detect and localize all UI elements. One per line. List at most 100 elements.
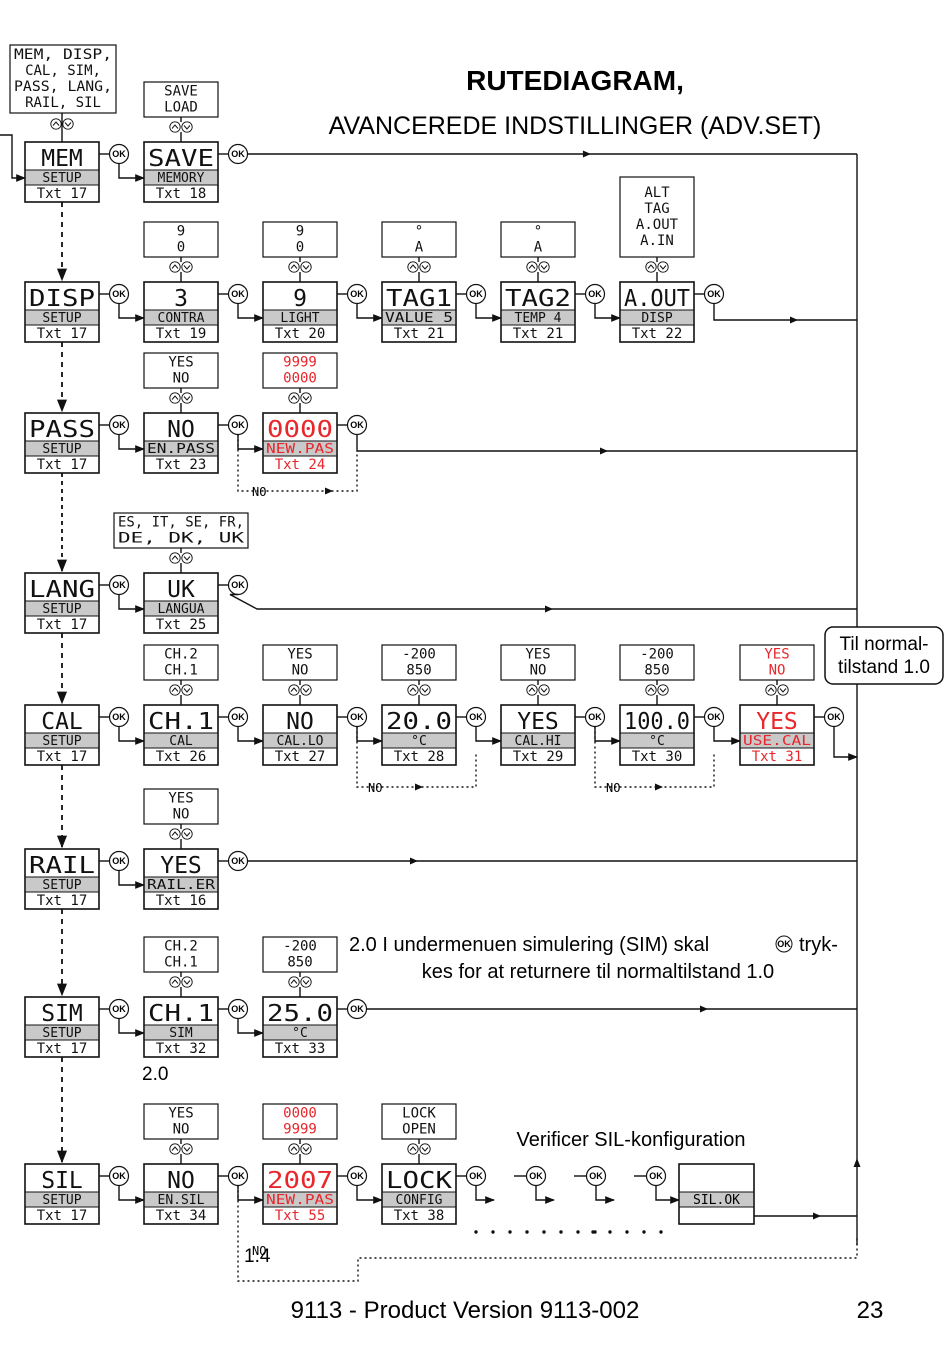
node-main-value: 100.0 [624,709,690,735]
diagram-subtitle: AVANCEREDE INDSTILLINGER (ADV.SET) [329,112,822,140]
ok-icon: OK [346,283,368,305]
ellipsis-dot [642,1230,646,1234]
down-chevron-icon [183,125,191,130]
option-item: ALT [644,185,670,201]
ok-text: OK [589,1171,603,1181]
option-item: NO [292,663,309,679]
node-main-value: LANG [29,577,95,603]
entry-line [0,134,26,182]
node-sub-band [26,1192,98,1207]
next-line [118,1185,145,1204]
down-chevron-icon [302,1147,310,1152]
up-chevron-icon [171,555,179,560]
down-chevron-icon [183,265,191,270]
node-sub-band [26,877,98,892]
down-chevron-icon [659,688,667,693]
node-sub-label: SIM [169,1026,193,1041]
node-text-ref: Txt 27 [275,749,326,765]
up-circle [169,392,181,404]
down-circle [300,261,312,273]
node-sub-band [145,733,217,748]
option-item: 9 [296,224,304,240]
up-down-arrows-icon [169,828,193,840]
up-chevron-icon [171,124,179,129]
ok-icon: OK [584,706,606,728]
node-sub-band [264,310,336,325]
up-down-arrows-icon [169,552,193,564]
no-label: NO [252,485,266,499]
ok-text: OK [231,1004,245,1014]
node-sub-band [26,170,98,185]
ok-text: OK [112,149,126,159]
ok-icon: OK [108,1165,130,1187]
ok-text: OK [469,289,483,299]
return-line [356,434,857,452]
node-sub-label: NEW.PAS [266,1193,334,1208]
return-line [713,303,857,321]
option-item: 9 [177,224,185,240]
next-line [595,1185,615,1204]
next-line [356,303,383,322]
up-chevron-icon [171,1146,179,1151]
ok-icon: OK [108,574,130,596]
node-sub-band [383,1192,455,1207]
ok-text: OK [231,1171,245,1181]
down-circle [300,392,312,404]
next-line [713,726,741,745]
node-text-ref: Txt 19 [156,326,207,342]
up-chevron-icon [767,687,775,692]
node-sub-label: SIL.OK [693,1193,740,1208]
up-down-arrows-icon [169,121,193,133]
up-down-arrows-icon [526,261,550,273]
option-item: A [534,240,543,256]
no-loop-line [237,1185,858,1282]
option-frame [619,176,695,258]
down-circle [181,121,193,133]
option-item: NO [173,1122,190,1138]
node-main-value: CAL [41,709,83,735]
node-sub-band [502,310,574,325]
node-main-value: CH.1 [148,1001,214,1027]
node-sub-label: CAL.HI [515,734,562,749]
arrowhead [813,1212,821,1220]
option-frame [262,936,338,973]
down-chevron-icon [659,265,667,270]
up-circle [169,121,181,133]
option-item: DE, DK, UK [118,531,245,547]
option-item: ° [534,224,542,240]
ok-icon: OK [108,998,130,1020]
node-sub-band [145,441,217,456]
down-circle [181,261,193,273]
option-item: LOAD [164,100,198,116]
option-item: A [415,240,424,256]
down-circle [181,976,193,988]
down-circle [657,684,669,696]
up-circle [765,684,777,696]
node-main-value: CH.1 [148,709,214,735]
ok-text: OK [588,712,602,722]
page-number: 23 [857,1297,884,1324]
node-main-value: NO [286,709,314,735]
option-item: SAVE [164,84,198,100]
down-chevron-icon [421,688,429,693]
up-down-arrows-icon [169,261,193,273]
ellipsis-dot [591,1230,595,1234]
node-text-ref: Txt 18 [156,186,207,202]
up-chevron-icon [409,1146,417,1151]
node-sub-label: CONFIG [396,1193,443,1208]
arrowhead [582,150,591,158]
node-text-ref: Txt 17 [37,1208,88,1224]
option-item: 0000 [283,1106,317,1122]
option-item: 0 [296,240,304,256]
node-sub-label: °C [411,734,427,749]
option-item: CH.2 [164,939,198,955]
node-text-ref: Txt 31 [752,749,803,765]
